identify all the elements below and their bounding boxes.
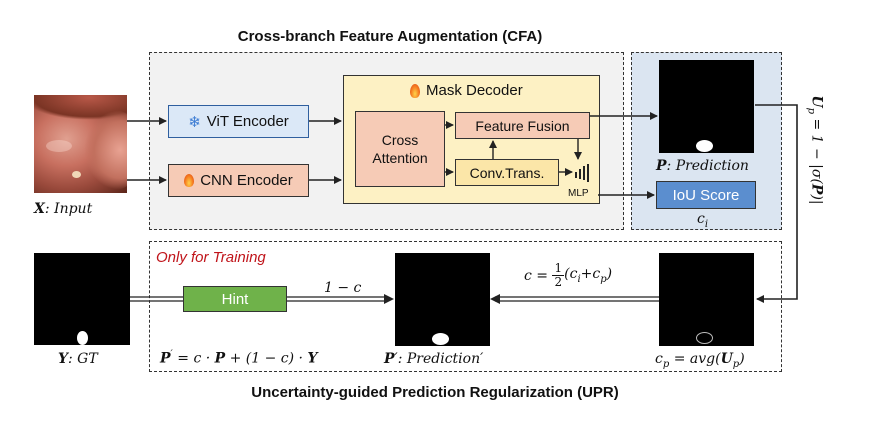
- fire-icon: [184, 174, 195, 187]
- p-prime-formula: P′ = c · P + (1 − c) · Y: [160, 349, 318, 367]
- feature-fusion-block: Feature Fusion: [455, 112, 590, 139]
- fire-icon: [410, 83, 420, 98]
- cross-attention-label-line1: Cross: [381, 132, 419, 148]
- vit-encoder-label: ViT Encoder: [206, 113, 289, 130]
- gt-image: [34, 253, 130, 345]
- cross-attention-label-line2: Attention: [372, 150, 428, 166]
- snowflake-icon: ❄: [188, 113, 201, 131]
- iou-score-label: IoU Score: [672, 186, 740, 204]
- mask-decoder-label: Mask Decoder: [426, 82, 523, 99]
- conv-trans-block: Conv.Trans.: [455, 159, 559, 186]
- mlp-icon: [575, 164, 589, 182]
- cnn-encoder-block: CNN Encoder: [168, 164, 309, 197]
- cross-attention-block: Cross Attention: [355, 111, 445, 187]
- mask-decoder-title: Mask Decoder: [410, 82, 523, 99]
- prediction-image: [659, 60, 754, 153]
- cfa-title: Cross-branch Feature Augmentation (CFA): [237, 28, 543, 45]
- input-image: [34, 95, 127, 193]
- upr-panel: [149, 241, 782, 372]
- arrow-hint-to-pprime-head: [384, 294, 394, 304]
- cnn-encoder-label: CNN Encoder: [200, 172, 293, 189]
- iou-score-block: IoU Score: [656, 181, 756, 209]
- ci-label: ci: [697, 211, 709, 230]
- vit-encoder-block: ❄ ViT Encoder: [168, 105, 309, 138]
- hint-block: Hint: [183, 286, 287, 312]
- prediction-prime-label: P′: Prediction′: [384, 351, 484, 367]
- only-for-training-label: Only for Training: [156, 249, 266, 266]
- mlp-label: MLP: [568, 188, 589, 199]
- input-label: X: Input: [34, 201, 93, 217]
- uncertainty-map-image: [659, 253, 754, 346]
- arrow-prediction-to-uncertainty: [755, 104, 798, 303]
- gt-label: Y: GT: [58, 351, 98, 367]
- feature-fusion-label: Feature Fusion: [475, 117, 570, 134]
- prediction-label: P: Prediction: [656, 158, 749, 174]
- hint-label: Hint: [221, 290, 249, 308]
- conv-trans-label: Conv.Trans.: [469, 164, 545, 181]
- cp-label: cp = avg(Up): [655, 351, 745, 370]
- prediction-prime-image: [395, 253, 490, 346]
- one-minus-c-label: 1 − c: [324, 280, 362, 296]
- upr-title: Uncertainty-guided Prediction Regulariza…: [251, 384, 619, 401]
- arrow-uncertainty-to-pprime-head: [490, 294, 500, 304]
